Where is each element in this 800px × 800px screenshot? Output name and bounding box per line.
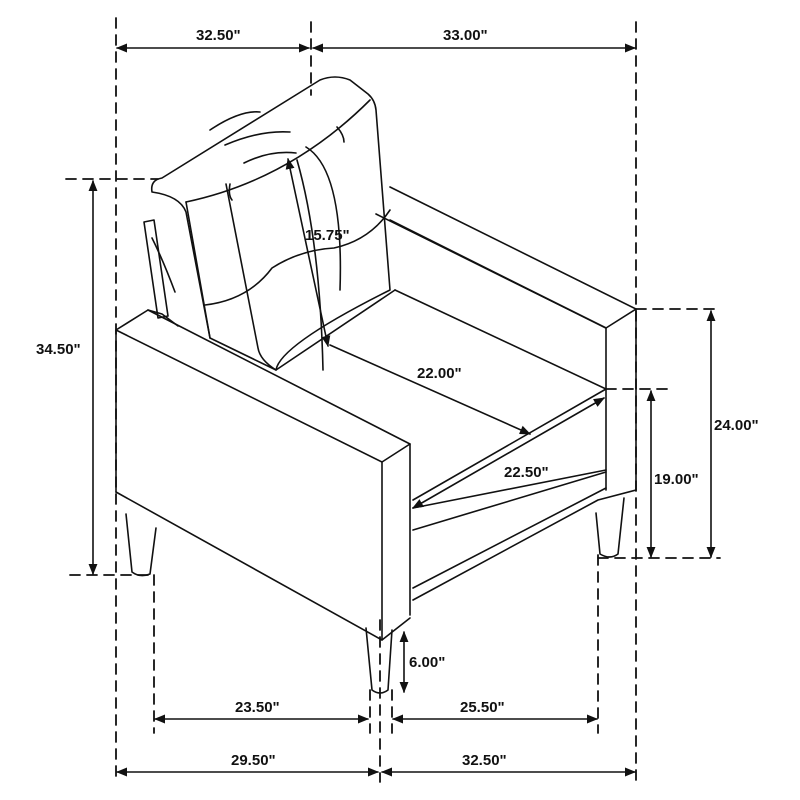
dimension-bottom-inner-left: 23.50" <box>235 699 280 716</box>
dimension-seat-depth: 22.00" <box>417 365 462 382</box>
dimension-overall-height: 34.50" <box>36 341 81 358</box>
dimension-top-left-width: 32.50" <box>196 27 241 44</box>
dimension-arm-height: 24.00" <box>714 417 759 434</box>
dimension-back-cushion-height: 15.75" <box>305 227 350 244</box>
dimension-bottom-inner-right: 25.50" <box>460 699 505 716</box>
dimension-seat-width: 22.50" <box>504 464 549 481</box>
dimension-top-right-width: 33.00" <box>443 27 488 44</box>
chair-outline <box>115 76 637 694</box>
extension-lines <box>65 17 721 783</box>
dimension-seat-height: 19.00" <box>654 471 699 488</box>
dimension-bottom-outer-left: 29.50" <box>231 752 276 769</box>
dimension-bottom-outer-right: 32.50" <box>462 752 507 769</box>
dimension-arrows <box>88 43 716 777</box>
dimension-leg-height: 6.00" <box>409 654 446 671</box>
